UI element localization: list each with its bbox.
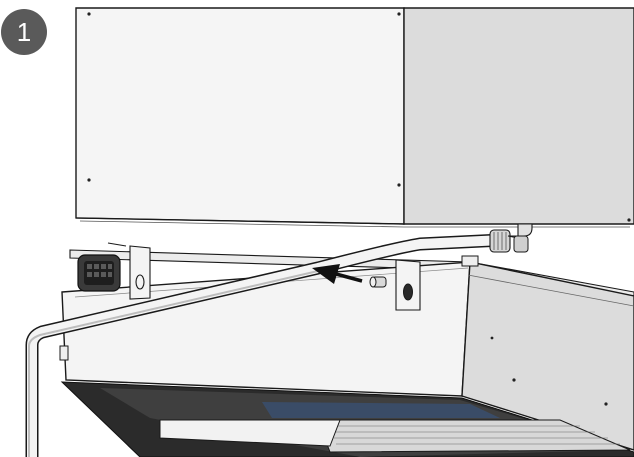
frame-side-rail	[467, 274, 634, 307]
cabinet-bottom-edge	[75, 217, 405, 225]
cabinet-front-panel	[75, 7, 405, 225]
small-tab	[461, 255, 479, 267]
connector-plug	[77, 254, 121, 292]
cabinet-side-panel	[403, 7, 634, 225]
filter-tray	[60, 381, 634, 457]
frame-screw	[512, 378, 516, 382]
right-bracket	[395, 259, 421, 311]
left-bracket	[107, 242, 151, 300]
hose-fitting	[489, 223, 533, 253]
lower-frame	[59, 242, 634, 457]
frame-screw	[604, 402, 608, 406]
cabinet-bottom-lip	[79, 220, 405, 228]
cabinet-screw	[397, 183, 401, 187]
frame-screw	[490, 336, 494, 340]
locking-pin	[369, 276, 387, 288]
upper-cabinet	[75, 7, 634, 228]
step-number-badge: 1	[1, 9, 47, 55]
cabinet-screw	[87, 178, 91, 182]
step-number: 1	[16, 16, 32, 47]
left-clip	[59, 345, 69, 361]
cabinet-screw	[627, 218, 631, 222]
direction-arrow	[312, 264, 363, 284]
frame-side-panel	[461, 261, 634, 451]
cabinet-screw	[87, 12, 91, 16]
cabinet-screw	[397, 12, 401, 16]
